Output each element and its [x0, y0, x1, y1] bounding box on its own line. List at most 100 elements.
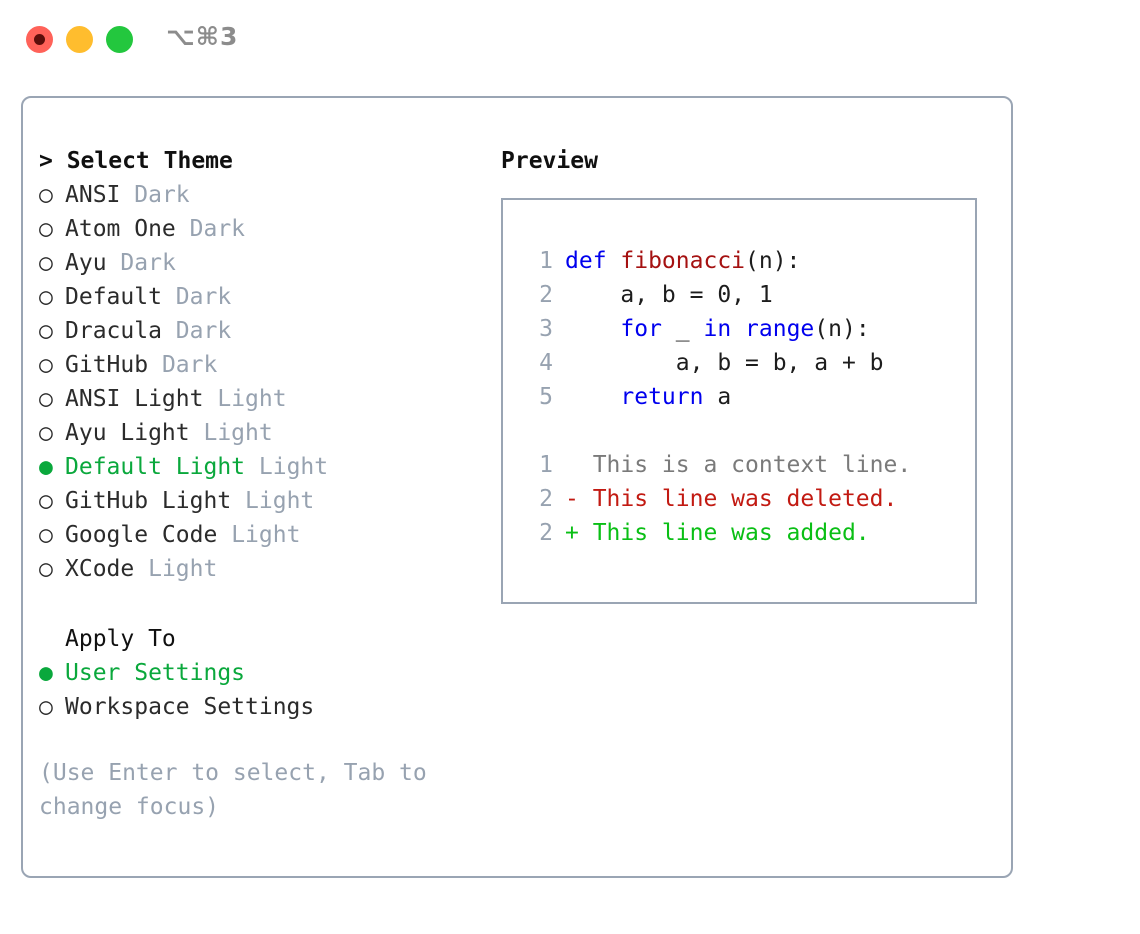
diff-line: 1 This is a context line. [503, 448, 975, 482]
line-number: 1 [539, 452, 553, 478]
theme-name: Dracula [65, 318, 162, 344]
code-token [565, 316, 620, 342]
diff-text: This is a context line. [565, 452, 912, 478]
theme-variant-label: Dark [161, 352, 218, 378]
code-token: a, b = 0, 1 [565, 282, 773, 308]
code-token: (n): [814, 316, 870, 342]
theme-list-item[interactable]: ○Ayu Light Light [39, 416, 479, 450]
code-line: 1 def fibonacci(n): [503, 244, 975, 278]
code-token [731, 316, 745, 342]
theme-name: Atom One [65, 216, 176, 242]
radio-unselected-icon: ○ [39, 216, 53, 242]
code-line: 4 a, b = b, a + b [503, 346, 975, 380]
apply-to-section: Apply To ● User Settings ○ Workspace Settin… [39, 622, 479, 724]
keyboard-shortcut-label: ⌥⌘3 [166, 22, 239, 51]
code-token: in [703, 316, 732, 342]
apply-to-item[interactable]: ○ Workspace Settings [39, 690, 479, 724]
code-line: 5 return a [503, 380, 975, 414]
theme-list-item[interactable]: ○ ANSI Light Light [39, 382, 479, 416]
keyboard-hint-text: (Use Enter to select, Tab to change focu… [39, 760, 441, 820]
apply-to-label: User Settings [65, 660, 246, 686]
diff-line: 2 - This line was deleted. [503, 482, 975, 516]
diff-text: + This line was added. [565, 520, 870, 546]
theme-list-item[interactable]: ○ ANSI Dark [39, 178, 479, 212]
code-token: a [703, 384, 732, 410]
close-icon[interactable] [26, 26, 53, 53]
diff-text: - This line was deleted. [565, 486, 898, 512]
theme-variant-label: Dark [175, 318, 232, 344]
theme-list-item[interactable]: ●Default Light Light [39, 450, 479, 484]
select-theme-heading: > Select Theme [39, 148, 233, 174]
code-token: return [620, 384, 704, 410]
theme-picker-panel: > Select Theme ○ANSI Dark○Atom One Dark○… [21, 96, 1013, 878]
theme-name: Ayu [65, 250, 107, 276]
theme-variant-label: Light [203, 420, 273, 446]
code-token: (n): [745, 248, 801, 274]
code-token [565, 384, 620, 410]
radio-unselected-icon: ○ [39, 556, 53, 582]
theme-variant-label: Dark [134, 182, 190, 208]
line-number: 1 [539, 248, 553, 274]
theme-variant-label: Light [231, 522, 301, 548]
theme-variant-label: Light [148, 556, 218, 582]
preview-spacer [503, 414, 975, 448]
theme-name: ANSI Light [65, 386, 204, 412]
line-number: 4 [539, 350, 553, 376]
code-token: _ [661, 316, 704, 342]
apply-to-heading: Apply To [65, 626, 176, 652]
theme-name: Default Light [65, 454, 246, 480]
line-number: 2 [539, 520, 553, 546]
code-token: def [565, 248, 621, 274]
line-number: 2 [539, 486, 553, 512]
theme-name: XCode [65, 556, 135, 582]
theme-variant-label: Light [217, 386, 287, 412]
line-number: 2 [539, 282, 553, 308]
line-number: 5 [539, 384, 553, 410]
theme-variant-label: Light [245, 488, 315, 514]
theme-list[interactable]: ○ANSI Dark○Atom One Dark○Ayu Dark○Defaul… [39, 178, 479, 586]
radio-unselected-icon: ○ [39, 694, 53, 720]
radio-unselected-icon: ○ [39, 488, 53, 514]
maximize-icon[interactable] [106, 26, 133, 53]
theme-selection-column: > Select Theme ○ANSI Dark○Atom One Dark○… [39, 144, 479, 824]
theme-list-item[interactable]: ○ Atom One Dark [39, 212, 479, 246]
code-token: a, b = b, a + b [565, 350, 884, 376]
theme-name: GitHub [65, 352, 149, 378]
radio-unselected-icon: ○ [39, 318, 53, 344]
theme-list-item[interactable]: ○GitHub Dark [39, 348, 479, 382]
line-number: 3 [539, 316, 553, 342]
apply-to-list[interactable]: ● User Settings ○ Workspace Settings [39, 656, 479, 724]
code-token: for [620, 316, 662, 342]
code-line: 3 for _ in range(n): [503, 312, 975, 346]
radio-unselected-icon: ○ [39, 284, 53, 310]
minimize-icon[interactable] [66, 26, 93, 53]
theme-list-item[interactable]: ○ Ayu Dark [39, 246, 479, 280]
theme-name: GitHub Light [65, 488, 232, 514]
apply-to-label: Workspace Settings [65, 694, 315, 720]
radio-unselected-icon: ○ [39, 522, 53, 548]
diff-preview: 1 This is a context line. 2 - This line wa… [503, 448, 975, 550]
radio-unselected-icon: ○ [39, 250, 53, 276]
apply-to-item[interactable]: ● User Settings [39, 656, 479, 690]
radio-unselected-icon: ○ [39, 386, 53, 412]
theme-list-item[interactable]: ○ Dracula Dark [39, 314, 479, 348]
diff-line: 2 + This line was added. [503, 516, 975, 550]
radio-selected-icon: ● [39, 454, 53, 480]
radio-selected-icon: ● [39, 660, 53, 686]
window-titlebar: ⌥⌘3 [0, 0, 1140, 78]
theme-variant-label: Dark [189, 216, 246, 242]
radio-unselected-icon: ○ [39, 420, 53, 446]
theme-variant-label: Dark [120, 250, 176, 276]
theme-list-item[interactable]: ○ Google Code Light [39, 518, 479, 552]
code-token: fibonacci [620, 248, 746, 274]
theme-name: ANSI [65, 182, 121, 208]
theme-name: Google Code [65, 522, 218, 548]
theme-list-item[interactable]: ○ GitHub Light Light [39, 484, 479, 518]
theme-list-item[interactable]: ○Default Dark [39, 280, 479, 314]
theme-list-item[interactable]: ○ XCode Light [39, 552, 479, 586]
code-token: range [745, 316, 815, 342]
radio-unselected-icon: ○ [39, 182, 53, 208]
